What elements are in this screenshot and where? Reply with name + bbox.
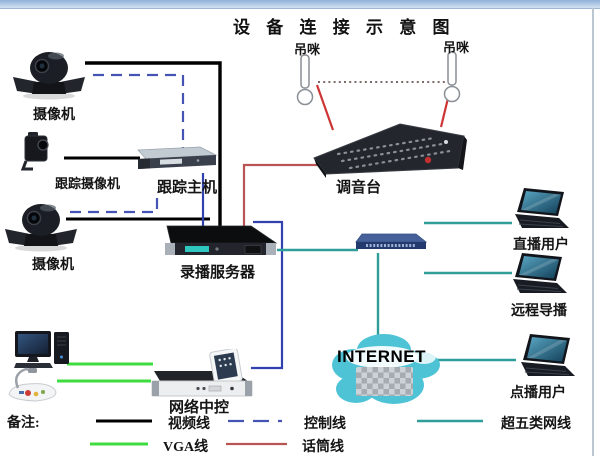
remote-director-label: 远程导播 (511, 304, 567, 319)
hanging-mic-left-icon (294, 54, 316, 106)
laptop-remote-director-icon (510, 252, 570, 297)
tracking-host-label: 跟踪主机 (157, 180, 218, 196)
internet-label: INTERNET (337, 347, 426, 366)
legend-control-label: 控制线 (304, 417, 346, 432)
legend-note-label: 备注: (7, 416, 40, 431)
legend-cat5-label: 超五类网线 (501, 417, 571, 432)
ptz-camera-mid-icon (4, 196, 78, 258)
audio-mixer-icon (308, 118, 470, 180)
network-control-label: 网络中控 (169, 400, 230, 416)
live-user-label: 直播用户 (513, 238, 569, 253)
recording-server-label: 录播服务器 (180, 265, 256, 281)
tracking-camera-icon (20, 128, 56, 172)
control-line-camera-top (93, 73, 185, 149)
hanging-mic-right-icon (441, 51, 463, 103)
page-right-border (592, 8, 594, 456)
window-top-strip (0, 0, 600, 9)
legend-mic-label: 话筒线 (302, 440, 344, 455)
network-control-icon (146, 349, 256, 401)
recording-server-icon (155, 223, 280, 260)
camera-top-label: 摄像机 (33, 108, 75, 123)
laptop-live-user-icon (512, 187, 572, 232)
tracking-camera-label: 跟踪摄像机 (55, 176, 121, 191)
mic-right-label: 吊咪 (443, 40, 470, 55)
page-title: 设 备 连 接 示 意 图 (233, 18, 456, 37)
legend-vga-label: VGA线 (163, 440, 209, 455)
network-switch-icon (352, 232, 428, 254)
desktop-pc-icon (14, 330, 72, 370)
document-camera-icon (6, 366, 60, 404)
mixer-label: 调音台 (336, 180, 382, 196)
camera-mid-label: 摄像机 (32, 258, 74, 273)
mic-left-label: 吊咪 (294, 42, 321, 57)
control-line-camera-mid (70, 192, 159, 214)
video-line-camera-top (85, 61, 222, 226)
cloud-watermark-mosaic (356, 367, 413, 396)
vod-user-label: 点播用户 (510, 386, 566, 401)
tracking-host-icon (128, 146, 220, 174)
ptz-camera-top-icon (12, 44, 86, 106)
laptop-vod-user-icon (518, 333, 578, 380)
legend-video-label: 视频线 (168, 417, 210, 432)
